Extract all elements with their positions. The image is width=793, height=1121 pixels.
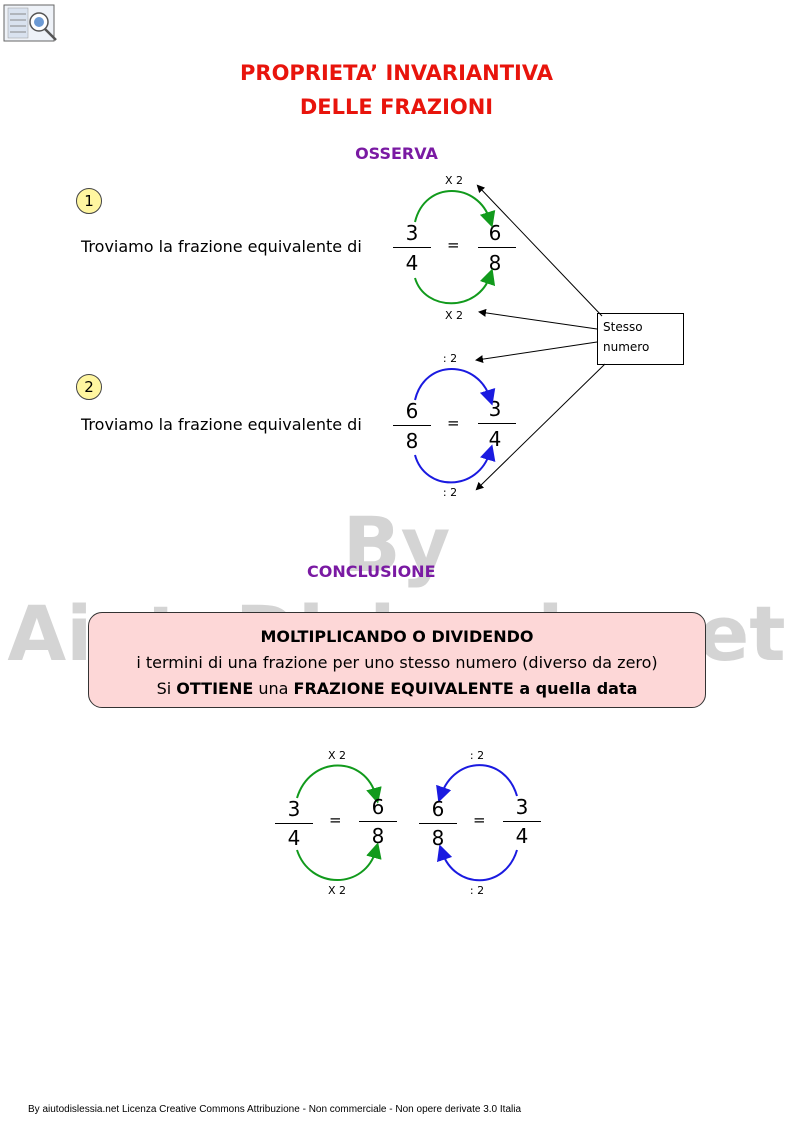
summary-mult-bottom-operator: X 2	[327, 884, 347, 897]
conclusion-text-b: OTTIENE	[176, 679, 254, 698]
summary-div-equals: =	[473, 811, 486, 829]
summary-div-top-operator: : 2	[469, 749, 485, 762]
pointer-line-2	[478, 308, 598, 330]
summary-div-left-bar	[419, 823, 457, 824]
step1-sentence: Troviamo la frazione equivalente di	[81, 237, 362, 256]
conclusion-text-c: una	[253, 679, 294, 698]
step2-sentence: Troviamo la frazione equivalente di	[81, 415, 362, 434]
summary-div-left-denominator: 8	[431, 826, 445, 850]
summary-mult-bottom-arrow	[296, 842, 382, 881]
summary-mult-equals: =	[329, 811, 342, 829]
summary-div-left-numerator: 6	[431, 797, 445, 821]
step1-bottom-operator: X 2	[444, 309, 464, 322]
page-title-line1: PROPRIETA’ INVARIANTIVA	[240, 61, 553, 85]
step1-top-arrow	[414, 190, 496, 228]
pointer-line-3	[475, 341, 598, 364]
conclusion-text-a: Si	[156, 679, 177, 698]
summary-mult-top-operator: X 2	[327, 749, 347, 762]
step1-equals-sign: =	[447, 236, 460, 254]
step1-right-fraction-bar	[478, 247, 516, 248]
step2-bottom-arrow	[414, 444, 496, 484]
summary-mult-left-numerator: 3	[287, 797, 301, 821]
summary-mult-right-denominator: 8	[371, 824, 385, 848]
callout-line1: Stesso	[603, 320, 643, 334]
same-number-callout: Stesso numero	[597, 313, 684, 365]
summary-mult-top-arrow	[296, 764, 382, 804]
summary-mult-right-bar	[359, 821, 397, 822]
pointer-line-1	[476, 184, 603, 317]
callout-line2: numero	[603, 340, 650, 354]
step2-bottom-operator: : 2	[442, 486, 458, 499]
summary-div-bottom-operator: : 2	[469, 884, 485, 897]
conclusion-heading: CONCLUSIONE	[307, 562, 436, 581]
step2-left-fraction-bar	[393, 425, 431, 426]
summary-div-bottom-arrow	[437, 844, 518, 882]
summary-div-right-denominator: 4	[515, 824, 529, 848]
step2-right-fraction-bar	[478, 423, 516, 424]
conclusion-line2: i termini di una frazione per uno stesso…	[136, 653, 658, 672]
step1-left-fraction-bar	[393, 247, 431, 248]
summary-div-right-bar	[503, 821, 541, 822]
step1-left-numerator: 3	[405, 221, 419, 245]
pointer-line-4	[475, 363, 606, 491]
site-logo	[3, 4, 57, 42]
observe-heading: OSSERVA	[355, 144, 438, 163]
summary-mult-right-numerator: 6	[371, 795, 385, 819]
step2-left-numerator: 6	[405, 399, 419, 423]
step1-top-operator: X 2	[444, 174, 464, 187]
page-title-line2: DELLE FRAZIONI	[299, 95, 494, 119]
step-badge-2: 2	[76, 374, 102, 400]
summary-div-top-arrow	[436, 764, 518, 803]
step2-equals-sign: =	[447, 414, 460, 432]
conclusion-text-d: FRAZIONE EQUIVALENTE a quella data	[293, 679, 638, 698]
step2-top-operator: : 2	[442, 352, 458, 365]
summary-div-right-numerator: 3	[515, 795, 529, 819]
step2-top-arrow	[414, 368, 496, 406]
conclusion-line3: Si OTTIENE una FRAZIONE EQUIVALENTE a qu…	[89, 676, 705, 702]
summary-mult-left-bar	[275, 823, 313, 824]
step1-bottom-arrow	[414, 268, 496, 305]
step2-left-denominator: 8	[405, 429, 419, 453]
license-footer: By aiutodislessia.net Licenza Creative C…	[28, 1104, 522, 1115]
step1-left-denominator: 4	[405, 251, 419, 275]
summary-mult-left-denominator: 4	[287, 826, 301, 850]
step-badge-1: 1	[76, 188, 102, 214]
conclusion-line1: MOLTIPLICANDO O DIVIDENDO	[260, 627, 534, 646]
conclusion-box: MOLTIPLICANDO O DIVIDENDO i termini di u…	[88, 612, 706, 708]
